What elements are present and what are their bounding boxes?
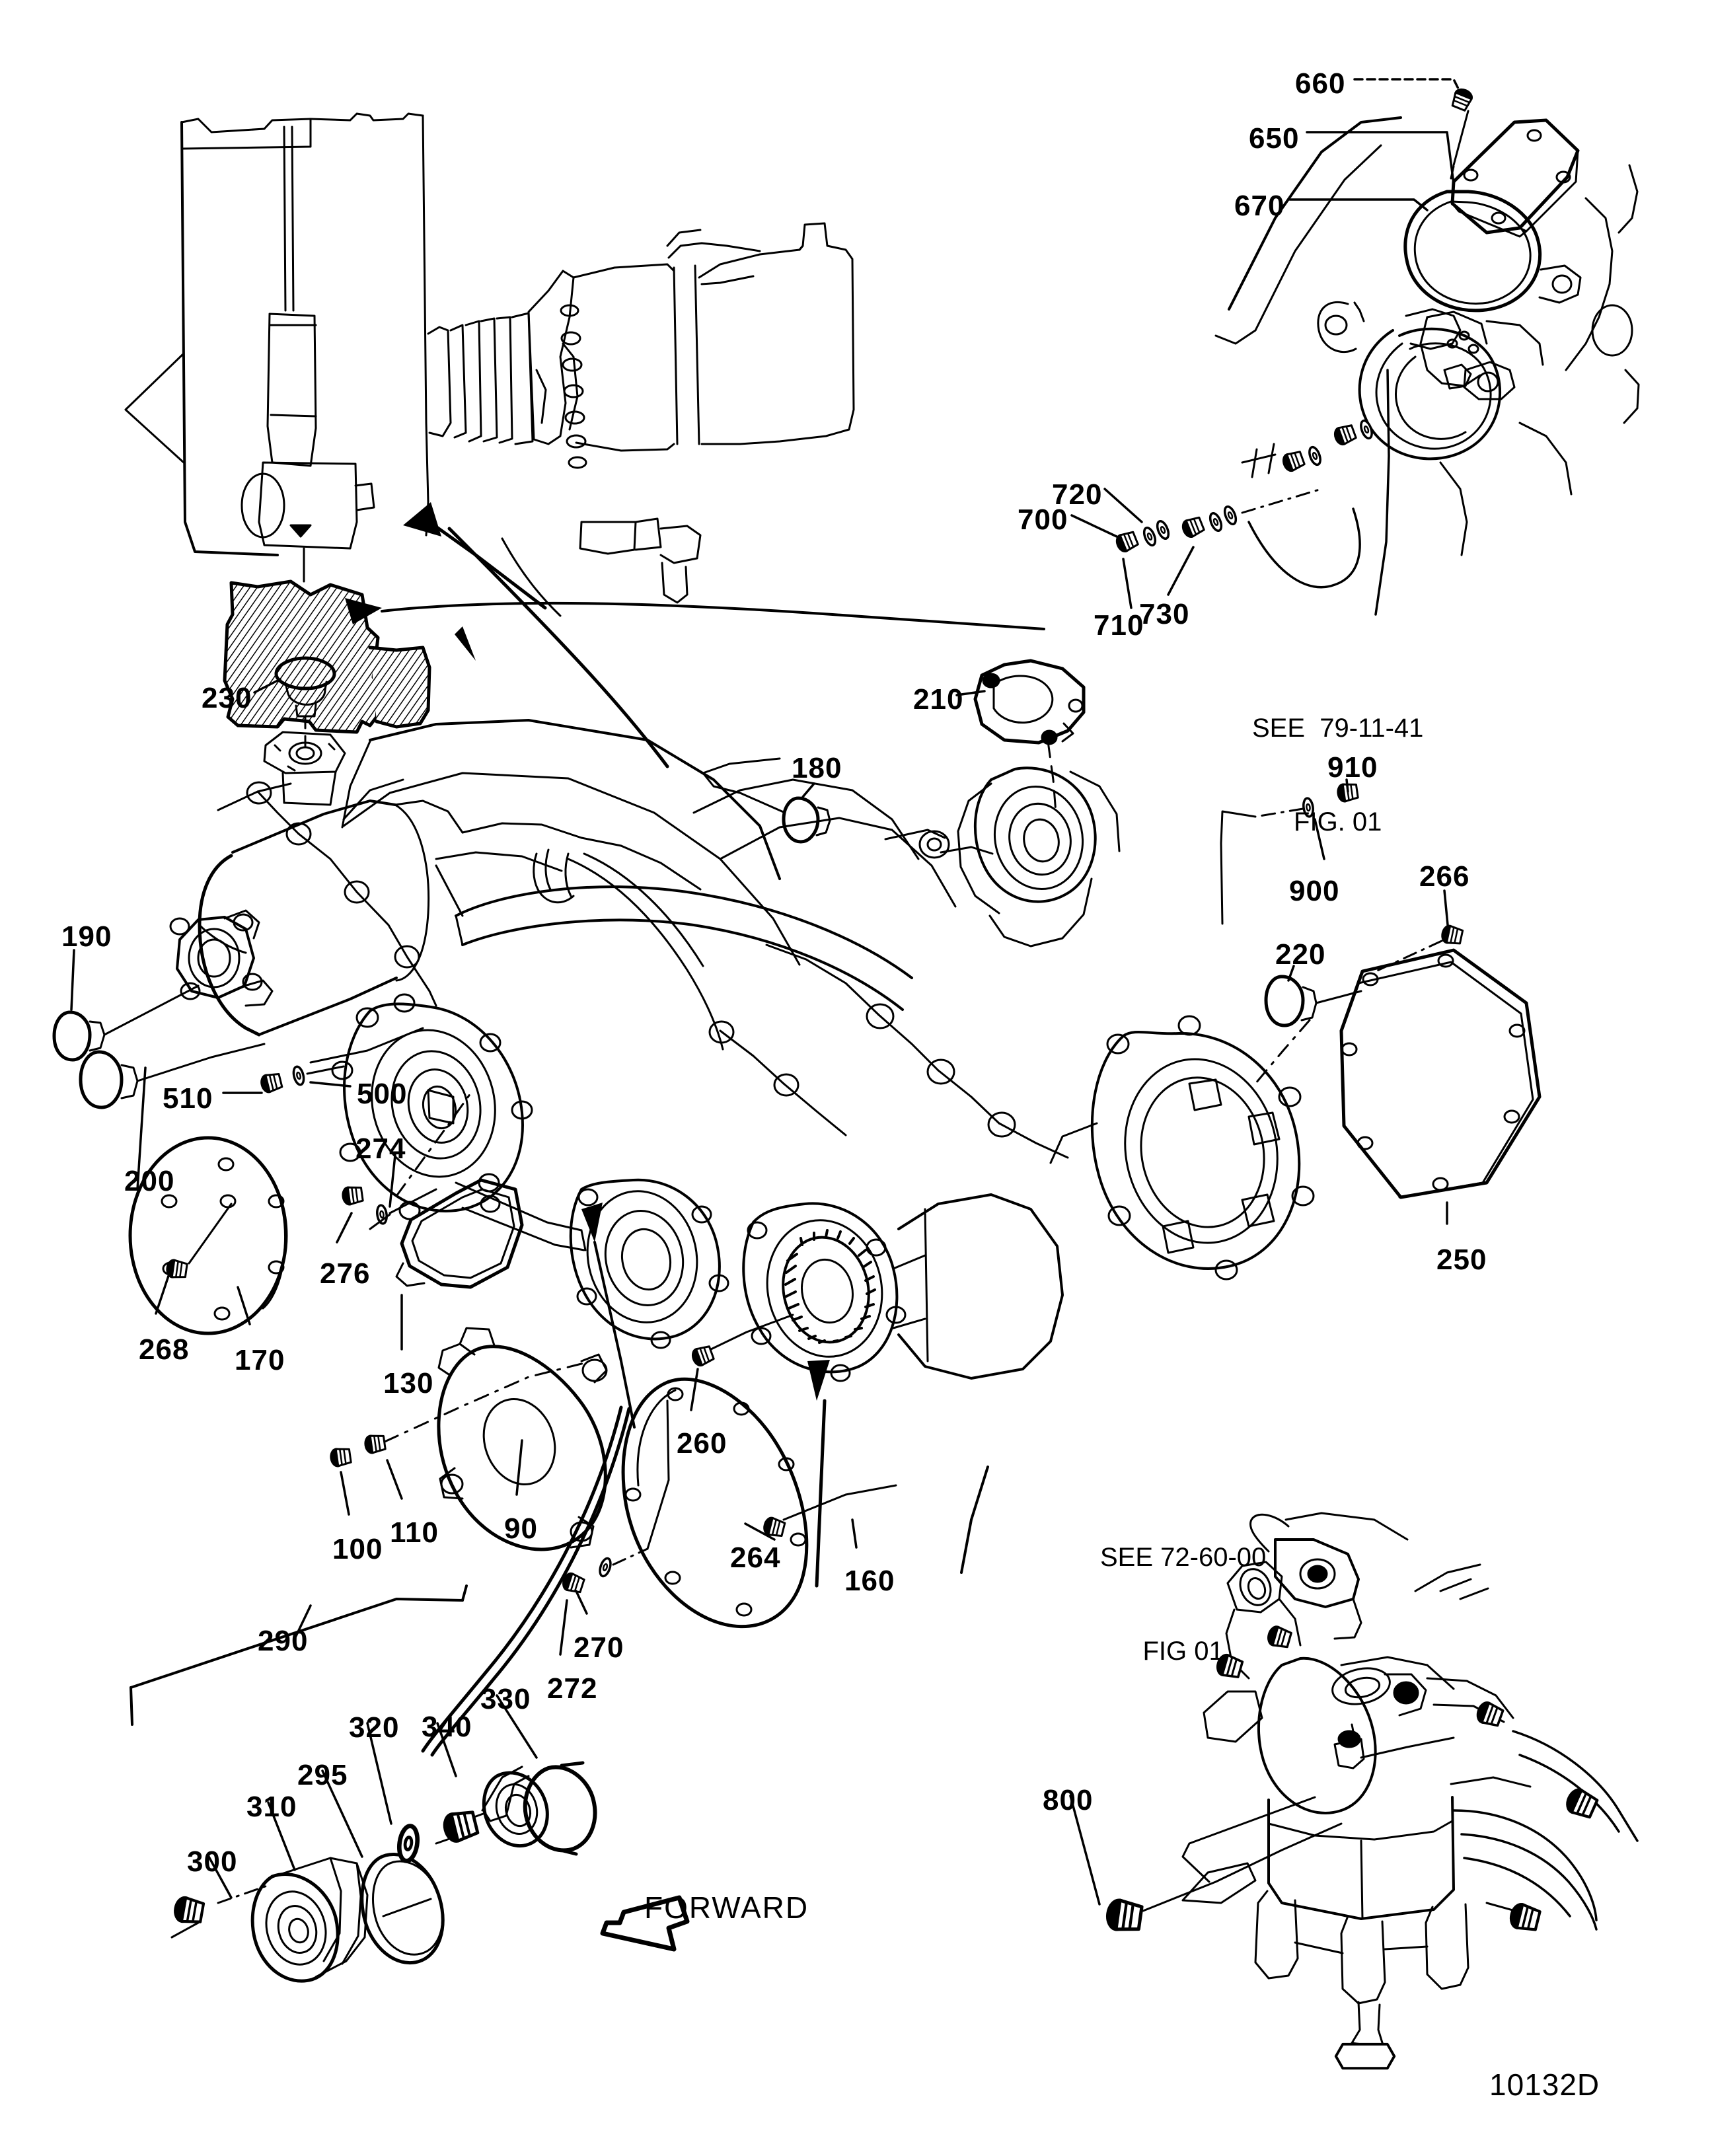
callout-710[interactable]: 710 (1094, 609, 1144, 642)
callout-170[interactable]: 170 (235, 1344, 285, 1376)
detail-group-290 (130, 1584, 597, 1983)
main-gearbox-assembly (52, 656, 1542, 1757)
callout-210[interactable]: 210 (913, 683, 964, 716)
callout-330[interactable]: 330 (480, 1683, 531, 1715)
callout-100[interactable]: 100 (332, 1533, 383, 1565)
inset-pointer-arrow (403, 502, 669, 768)
callout-310[interactable]: 310 (246, 1791, 297, 1823)
callout-264[interactable]: 264 (730, 1542, 781, 1574)
callout-268[interactable]: 268 (139, 1333, 190, 1366)
reference-line-1: SEE 79-11-41 (1252, 714, 1424, 743)
callout-leader-lines (70, 78, 1462, 1906)
callout-90[interactable]: 90 (504, 1512, 538, 1545)
callout-230[interactable]: 230 (202, 682, 252, 714)
callout-290[interactable]: 290 (258, 1625, 309, 1657)
callout-220[interactable]: 220 (1275, 938, 1326, 971)
drawing-number: 10132D (1489, 2067, 1600, 2102)
callout-270[interactable]: 270 (574, 1631, 624, 1664)
callout-276[interactable]: 276 (320, 1257, 371, 1290)
forward-arrow-icon (600, 1895, 690, 1952)
upper-right-gearbox-assembly (1113, 86, 1640, 616)
callout-660[interactable]: 660 (1295, 67, 1346, 100)
callout-910[interactable]: 910 (1327, 751, 1378, 784)
reference-line-2: FIG 01 (1142, 1636, 1224, 1666)
callout-180[interactable]: 180 (792, 752, 842, 784)
lower-right-assembly (1106, 1512, 1639, 2070)
reference-note-79-11-41[interactable]: SEE 79-11-41 FIG. 01 (1252, 651, 1423, 901)
callout-320[interactable]: 320 (349, 1711, 400, 1744)
callout-510[interactable]: 510 (163, 1082, 213, 1115)
callout-110[interactable]: 110 (390, 1516, 439, 1549)
callout-250[interactable]: 250 (1436, 1244, 1487, 1276)
callout-500[interactable]: 500 (357, 1078, 408, 1110)
callout-900[interactable]: 900 (1289, 875, 1340, 907)
callout-160[interactable]: 160 (844, 1565, 895, 1597)
callout-730[interactable]: 730 (1139, 598, 1190, 630)
callout-295[interactable]: 295 (297, 1759, 348, 1791)
callout-190[interactable]: 190 (61, 920, 112, 953)
callout-272[interactable]: 272 (547, 1672, 598, 1705)
callout-700[interactable]: 700 (1018, 503, 1068, 536)
callout-650[interactable]: 650 (1249, 122, 1300, 155)
callout-340[interactable]: 340 (422, 1711, 472, 1743)
reference-note-72-60-00[interactable]: SEE 72-60-00 FIG 01 (1100, 1480, 1266, 1730)
engine-inset-illustration (124, 112, 1045, 734)
callout-670[interactable]: 670 (1234, 190, 1285, 222)
reference-line-2: FIG. 01 (1294, 807, 1382, 836)
callout-130[interactable]: 130 (383, 1367, 434, 1399)
callout-260[interactable]: 260 (677, 1427, 727, 1460)
forward-orientation-label: FORWARD (644, 1890, 809, 1925)
callout-266[interactable]: 266 (1419, 860, 1470, 893)
callout-274[interactable]: 274 (355, 1133, 406, 1165)
callout-200[interactable]: 200 (124, 1165, 175, 1197)
callout-720[interactable]: 720 (1052, 478, 1103, 511)
callout-300[interactable]: 300 (187, 1845, 238, 1878)
reference-line-1: SEE 72-60-00 (1100, 1543, 1267, 1573)
callout-800[interactable]: 800 (1043, 1784, 1094, 1816)
